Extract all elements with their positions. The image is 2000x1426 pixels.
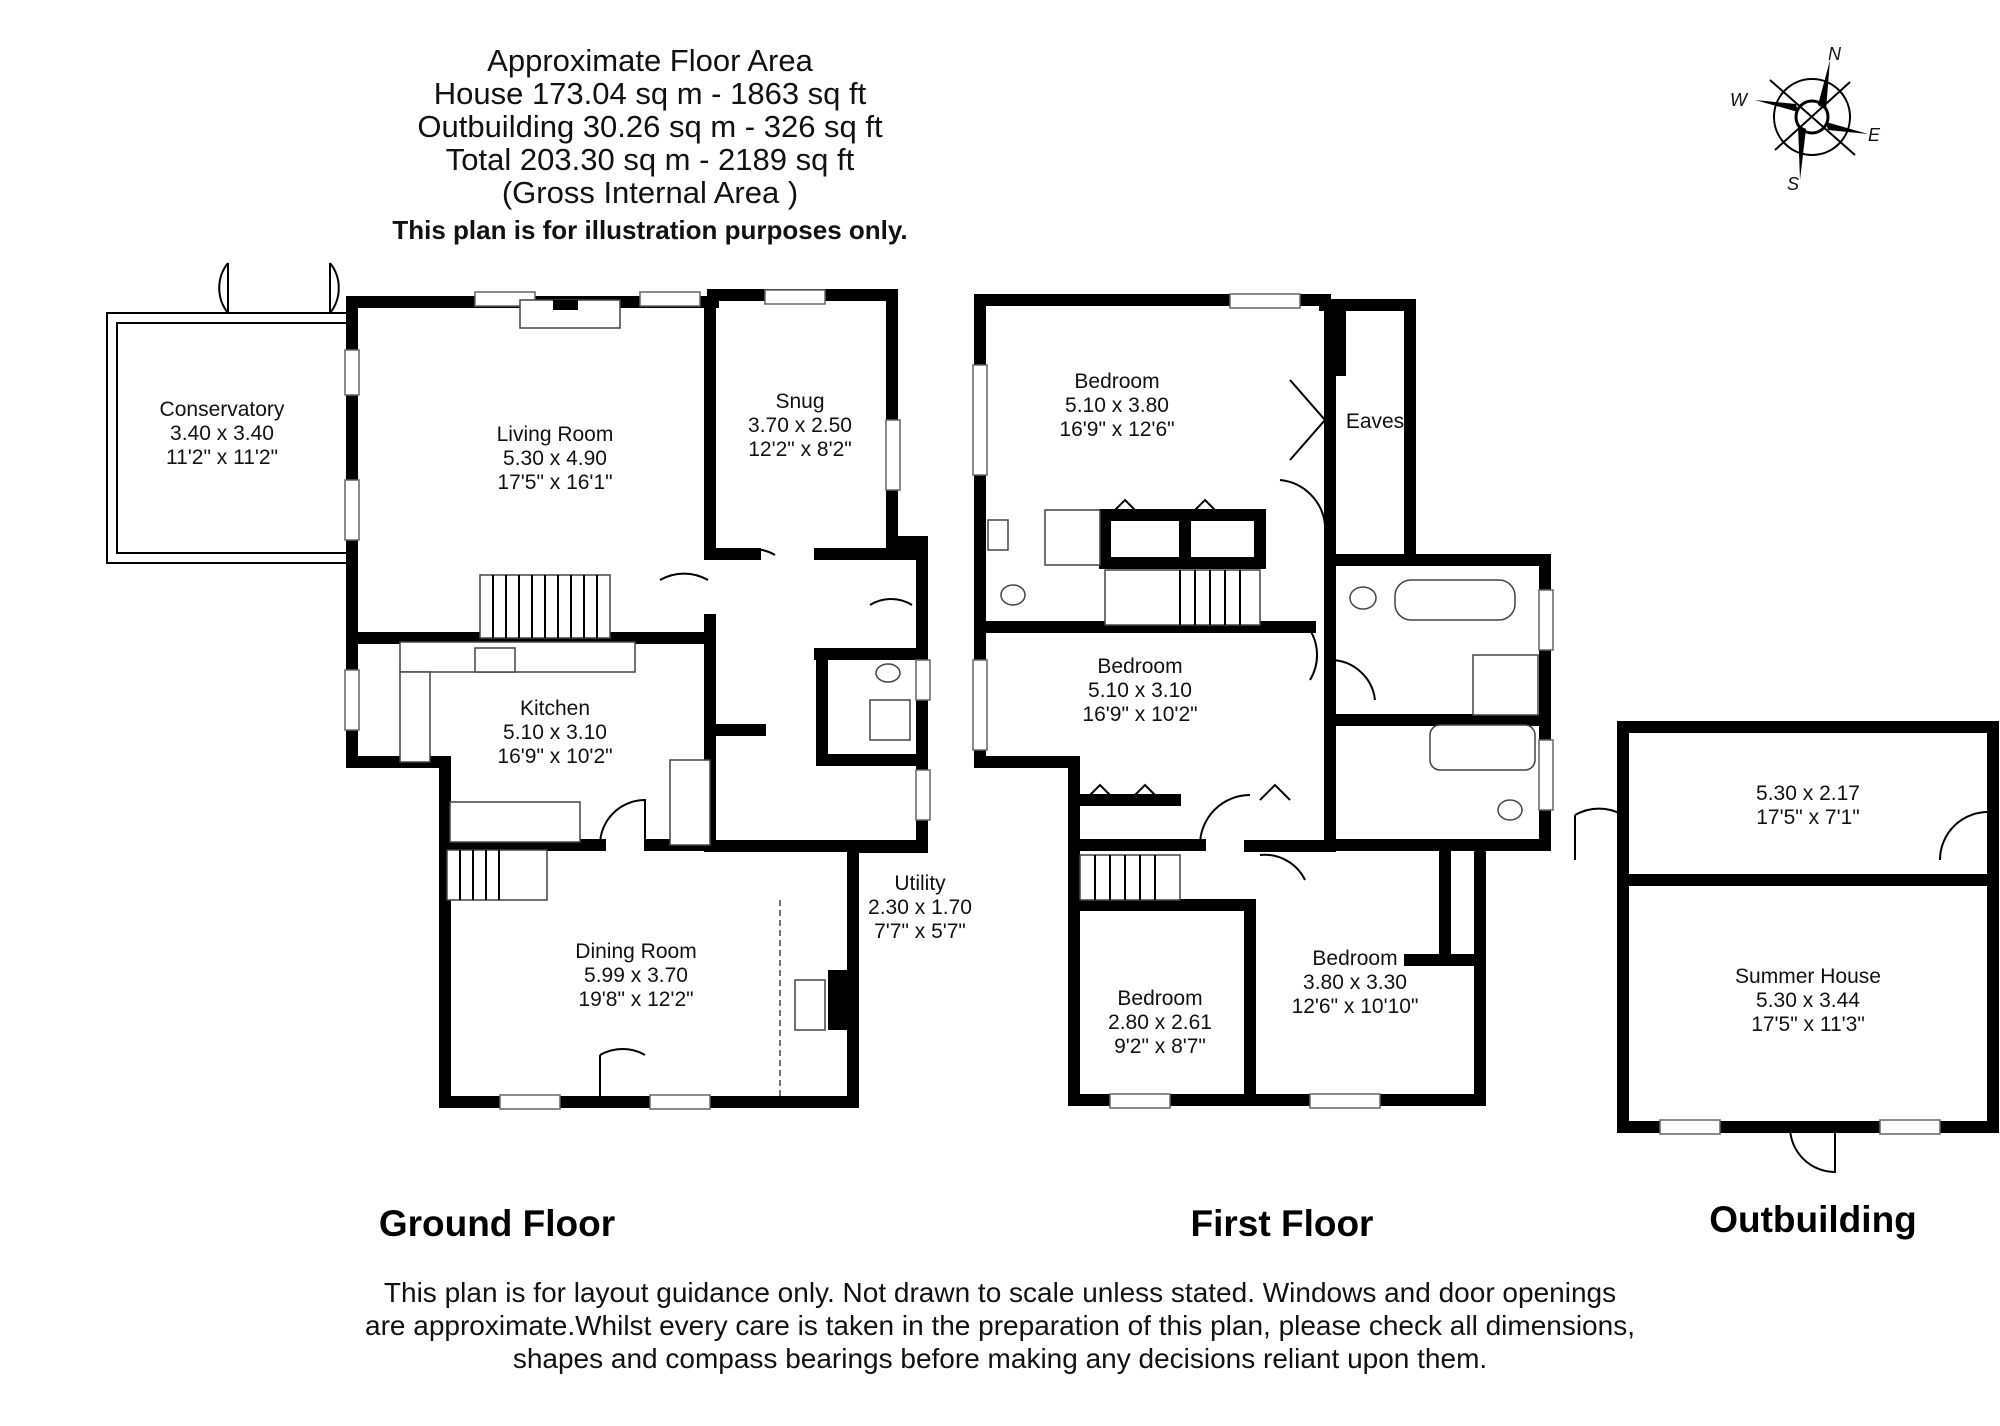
label-bedroom-4: Bedroom 2.80 x 2.61 9'2" x 8'7": [1108, 987, 1212, 1058]
room-metric: 3.70 x 2.50: [748, 414, 852, 437]
room-metric: 2.30 x 1.70: [868, 896, 972, 919]
room-name: Utility: [894, 872, 946, 895]
room-imperial: 16'9" x 12'6": [1059, 418, 1174, 441]
room-metric: 5.30 x 3.44: [1756, 989, 1860, 1012]
room-imperial: 17'5" x 11'3": [1751, 1013, 1865, 1036]
header-line-2: House 173.04 sq m - 1863 sq ft: [433, 76, 867, 111]
ground-floor-plan: [106, 262, 931, 1110]
illustration-note: This plan is for illustration purposes o…: [392, 215, 908, 245]
disclaimer-line-2: are approximate.Whilst every care is tak…: [365, 1310, 1635, 1341]
disclaimer-line-3: shapes and compass bearings before makin…: [512, 1343, 1488, 1374]
room-imperial: 12'2" x 8'2": [748, 438, 852, 461]
room-metric: 3.80 x 3.30: [1303, 971, 1407, 994]
label-snug: Snug 3.70 x 2.50 12'2" x 8'2": [748, 390, 852, 461]
outbuilding-plan: [1574, 721, 1999, 1174]
room-name: Bedroom: [1117, 987, 1202, 1010]
room-imperial: 7'7" x 5'7": [874, 920, 966, 943]
room-imperial: 12'6" x 10'10": [1292, 995, 1419, 1018]
ground-floor-title: Ground Floor: [379, 1203, 615, 1244]
compass-rose-icon: N E S W: [1730, 44, 1881, 194]
outbuilding-title: Outbuilding: [1709, 1199, 1917, 1240]
label-bedroom-2: Bedroom 5.10 x 3.10 16'9" x 10'2": [1082, 655, 1197, 726]
room-metric: 5.10 x 3.10: [503, 721, 607, 744]
header-line-4: Total 203.30 sq m - 2189 sq ft: [445, 142, 855, 177]
floor-area-header: Approximate Floor Area House 173.04 sq m…: [0, 44, 1300, 246]
header-line-3: Outbuilding 30.26 sq m - 326 sq ft: [417, 109, 883, 144]
room-metric: 5.30 x 4.90: [503, 447, 607, 470]
header-line-5: (Gross Internal Area ): [501, 175, 799, 210]
compass-w: W: [1730, 90, 1749, 110]
disclaimer-line-1: This plan is for layout guidance only. N…: [383, 1277, 1617, 1308]
room-name: Bedroom: [1074, 370, 1159, 393]
room-metric: 5.99 x 3.70: [584, 964, 688, 987]
label-conservatory: Conservatory 3.40 x 3.40 11'2" x 11'2": [160, 398, 285, 469]
label-utility: Utility 2.30 x 1.70 7'7" x 5'7": [868, 872, 972, 943]
label-outbuilding-store: 5.30 x 2.17 17'5" x 7'1": [1756, 782, 1860, 829]
room-name: Summer House: [1735, 965, 1881, 988]
room-metric: 5.10 x 3.80: [1065, 394, 1169, 417]
label-summer-house: Summer House 5.30 x 3.44 17'5" x 11'3": [1735, 965, 1881, 1036]
room-metric: 2.80 x 2.61: [1108, 1011, 1212, 1034]
room-name: Conservatory: [160, 398, 285, 421]
label-eaves: Eaves: [1346, 410, 1404, 433]
room-imperial: 19'8" x 12'2": [578, 988, 693, 1011]
room-metric: 5.30 x 2.17: [1756, 782, 1860, 805]
room-imperial: 17'5" x 7'1": [1756, 806, 1860, 829]
label-bedroom-3: Bedroom 3.80 x 3.30 12'6" x 10'10": [1292, 947, 1419, 1018]
room-imperial: 17'5" x 16'1": [497, 471, 612, 494]
room-name: Living Room: [497, 423, 614, 446]
ground-stairs: [479, 574, 611, 639]
room-imperial: 9'2" x 8'7": [1114, 1035, 1206, 1058]
room-name: Bedroom: [1097, 655, 1182, 678]
room-name: Kitchen: [520, 697, 590, 720]
compass-n: N: [1828, 44, 1842, 64]
room-name: Dining Room: [575, 940, 696, 963]
first-floor-title: First Floor: [1191, 1203, 1374, 1244]
room-name: Bedroom: [1312, 947, 1397, 970]
label-living-room: Living Room 5.30 x 4.90 17'5" x 16'1": [497, 423, 614, 494]
disclaimer: This plan is for layout guidance only. N…: [300, 1276, 1700, 1375]
room-name: Snug: [775, 390, 824, 413]
compass-s: S: [1787, 174, 1799, 194]
room-metric: 3.40 x 3.40: [170, 422, 274, 445]
header-line-1: Approximate Floor Area: [487, 43, 813, 78]
label-kitchen: Kitchen 5.10 x 3.10 16'9" x 10'2": [497, 697, 612, 768]
first-floor-plan: [972, 293, 1554, 1109]
room-metric: 5.10 x 3.10: [1088, 679, 1192, 702]
label-dining-room: Dining Room 5.99 x 3.70 19'8" x 12'2": [575, 940, 696, 1011]
label-bedroom-1: Bedroom 5.10 x 3.80 16'9" x 12'6": [1059, 370, 1174, 441]
compass-e: E: [1868, 125, 1881, 145]
room-name: Eaves: [1346, 410, 1404, 433]
room-imperial: 16'9" x 10'2": [497, 745, 612, 768]
room-imperial: 16'9" x 10'2": [1082, 703, 1197, 726]
room-imperial: 11'2" x 11'2": [166, 446, 278, 469]
